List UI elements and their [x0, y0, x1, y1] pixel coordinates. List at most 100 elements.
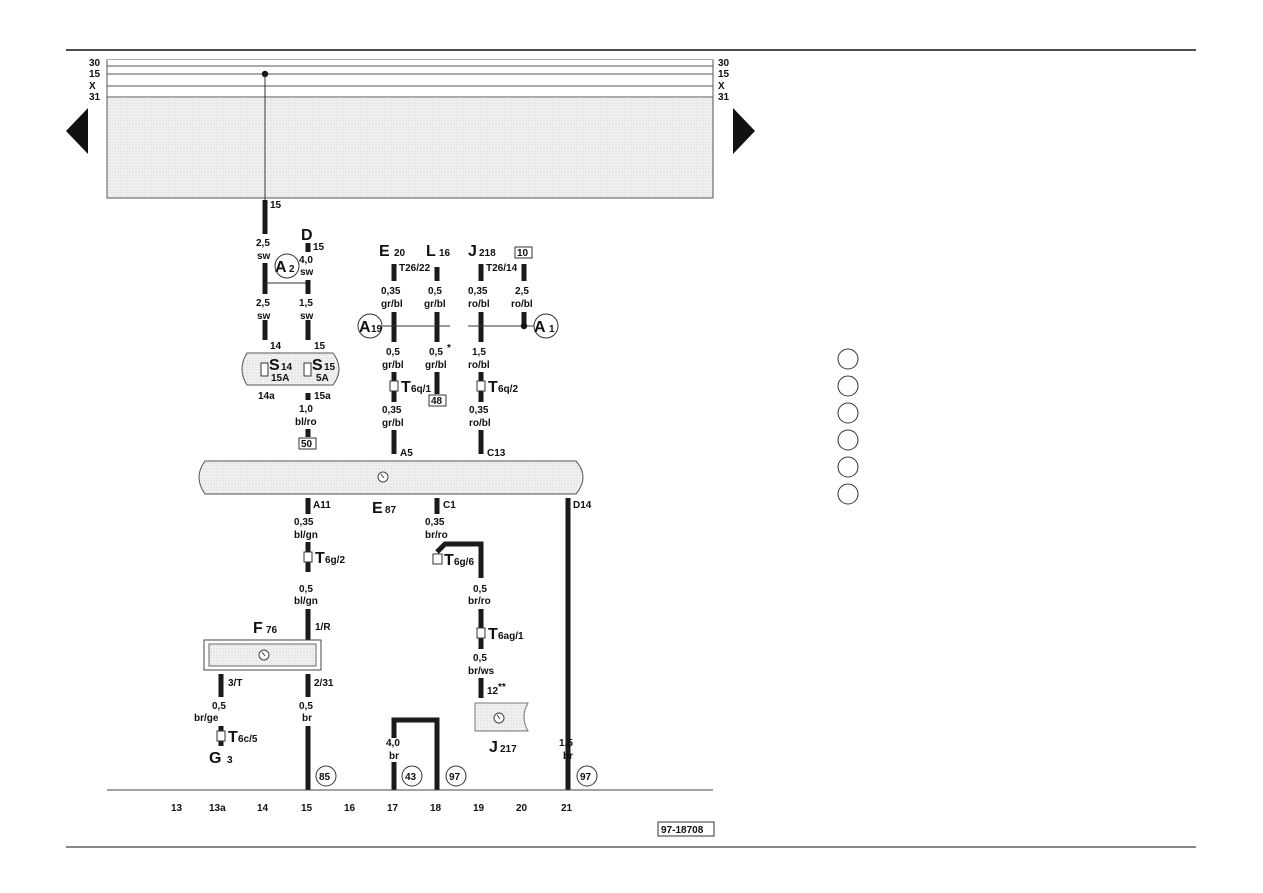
pin-label: 15a: [314, 391, 331, 402]
sensor-symbol-mark: [261, 651, 266, 657]
connector-label: T26/14: [486, 263, 518, 274]
wire-label-size: 1,0: [299, 404, 313, 415]
splice-a1-letter: A: [534, 319, 546, 336]
rail-label-31-left: 31: [89, 92, 101, 103]
wire-label-color: bl/gn: [294, 530, 318, 541]
splice-a1-junction: [520, 322, 528, 330]
component-e87-letter: E: [372, 500, 383, 517]
component-l16-letter: L: [426, 243, 436, 260]
wire-label-color: br: [389, 751, 399, 762]
relay-panel: [106, 59, 714, 199]
wire-label-color: gr/bl: [425, 360, 447, 371]
fuse-s15-rating: 5A: [316, 373, 329, 384]
connector-t6q2-sub: 6q/2: [498, 384, 518, 395]
fuse-s15-letter: S: [312, 357, 323, 374]
wire-label-size: 0,35: [425, 517, 445, 528]
connector-symbol: [432, 553, 443, 565]
component-f76-sub: 76: [266, 625, 278, 636]
wire-label-size: 0,5: [428, 286, 442, 297]
rail-label-15-right: 15: [718, 69, 730, 80]
wire-label-color: br/ge: [194, 713, 219, 724]
wire-label-size: 4,0: [386, 738, 400, 749]
wire-label-size: 0,5: [386, 347, 400, 358]
wire-label-color: gr/bl: [382, 418, 404, 429]
wire-label-color: ro/bl: [468, 299, 490, 310]
component-j217-letter: J: [489, 739, 498, 756]
fuse-s14-rating: 15A: [271, 373, 289, 384]
module-j217-symbol-mark: [496, 714, 501, 720]
connector-symbol: [216, 730, 226, 742]
wire-label-color: br/ro: [425, 530, 448, 541]
ground-point-number: 43: [405, 772, 417, 783]
wire-label-color: bl/ro: [295, 417, 317, 428]
rail-label-x-right: X: [718, 81, 725, 92]
ground-point-circle: [315, 765, 337, 787]
wire-label-size: 0,35: [294, 517, 314, 528]
connector-symbol: [303, 551, 313, 563]
column-number: 15: [301, 803, 313, 814]
reference-number: 10: [517, 248, 529, 259]
connector-t6ag1-sub: 6ag/1: [498, 631, 524, 642]
ground-point-number: 97: [580, 772, 592, 783]
splice-a19-sub: 19: [371, 324, 383, 335]
component-d-letter: D: [301, 227, 313, 244]
wire-label-color: gr/bl: [381, 299, 403, 310]
column-number: 13a: [209, 803, 226, 814]
wire-label-size: 1,5: [299, 298, 313, 309]
connector-symbol: [389, 380, 399, 392]
fuse-s14-letter: S: [269, 357, 280, 374]
wire-label-size: 4,0: [299, 255, 313, 266]
pin-label: 2/31: [314, 678, 334, 689]
column-number: 13: [171, 803, 183, 814]
wire-label-color: gr/bl: [424, 299, 446, 310]
legend-circle: [837, 348, 859, 370]
pin-label: 3/T: [228, 678, 242, 689]
wire-label-size: 0,5: [473, 653, 487, 664]
wire-label-color: sw: [300, 267, 314, 278]
legend-circle: [837, 429, 859, 451]
ground-point-circle: [576, 765, 598, 787]
pin-label: C13: [487, 448, 506, 459]
next-page-arrow[interactable]: [733, 108, 755, 154]
wire-label-color: ro/bl: [468, 360, 490, 371]
wire-c1-route: [435, 541, 484, 578]
connector-t6c5-sub: 6c/5: [238, 734, 258, 745]
splice-a1-sub: 1: [549, 324, 555, 335]
component-e87-sub: 87: [385, 505, 397, 516]
ground-point-number: 97: [449, 772, 461, 783]
wire-label-size: 0,35: [468, 286, 488, 297]
pin-label: D14: [573, 500, 592, 511]
connector-t6ag1-letter: T: [488, 626, 498, 643]
splice-a2-sub: 2: [289, 264, 295, 275]
connector-t6c5-letter: T: [228, 729, 238, 746]
wire-label-size: 2,5: [256, 298, 270, 309]
ground-point-circle: [401, 765, 423, 787]
splice-a1-circle: [533, 313, 559, 339]
legend-circle: [837, 375, 859, 397]
pin-15-top: 15: [270, 200, 282, 211]
previous-page-arrow[interactable]: [66, 108, 88, 154]
column-number: 19: [473, 803, 485, 814]
rail-label-15-left: 15: [89, 69, 101, 80]
drawing-number-box: [657, 821, 715, 837]
column-number: 20: [516, 803, 528, 814]
wire-label-size: 2,5: [256, 238, 270, 249]
pin-label: A5: [400, 448, 413, 459]
splice-a2-letter: A: [275, 259, 287, 276]
wire-label-size: 0,5: [299, 584, 313, 595]
fuse-block: [241, 352, 340, 386]
column-number: 17: [387, 803, 399, 814]
component-f76-letter: F: [253, 620, 263, 637]
pin-label: 15: [314, 341, 326, 352]
reference-number: 50: [301, 439, 313, 450]
fuse-s15-symbol: [303, 362, 312, 377]
component-g3-sub: 3: [227, 755, 233, 766]
connector-t6g6-letter: T: [444, 552, 454, 569]
wire-label-size: 0,5: [299, 701, 313, 712]
connector-t6g2-sub: 6g/2: [325, 555, 345, 566]
connector-t6q1-sub: 6q/1: [411, 384, 431, 395]
control-unit-e87: [198, 460, 584, 495]
wire-label-color: gr/bl: [382, 360, 404, 371]
connector-t6q2-letter: T: [488, 379, 498, 396]
